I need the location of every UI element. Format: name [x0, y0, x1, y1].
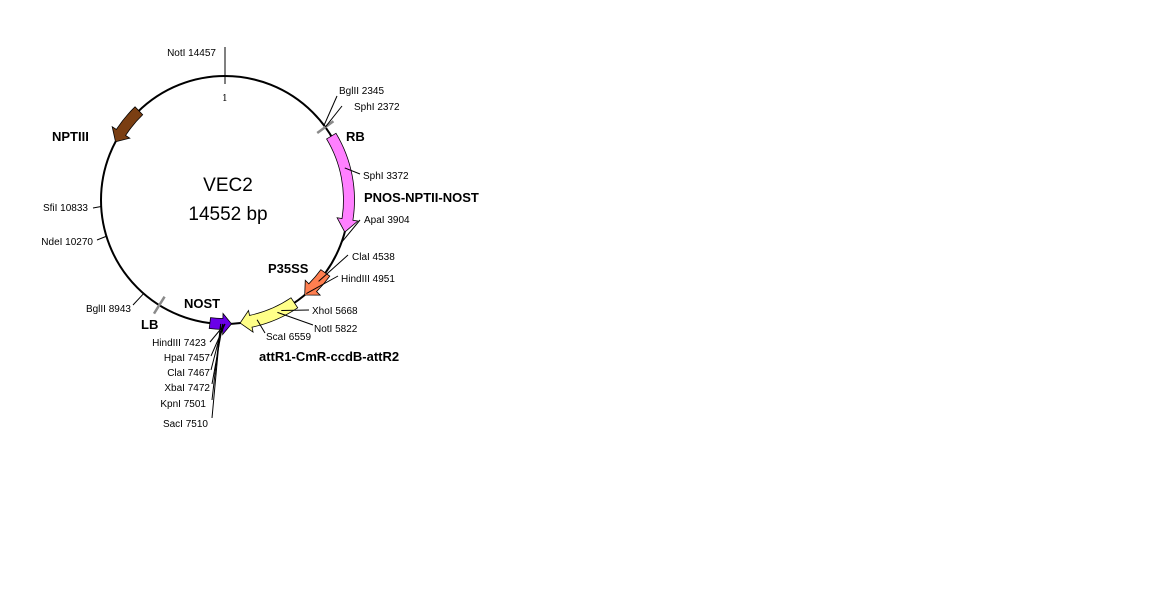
- site-leader-ndei-10270: [96, 235, 107, 241]
- site-label-sphi-3372: SphI 3372: [363, 171, 409, 182]
- site-label-saci-7510: SacI 7510: [163, 419, 208, 430]
- feature-label-pnos-nptii-nost: PNOS-NPTII-NOST: [364, 190, 479, 205]
- site-leader-apai-3904: [341, 219, 361, 243]
- site-leader-clai-4538: [318, 254, 349, 282]
- feature-arrow-attr1-cmr-ccdb-attr2: [239, 297, 299, 333]
- site-label-bglii-8943: BglII 8943: [86, 304, 131, 315]
- site-leader-sphi-3372: [344, 167, 361, 175]
- site-leader-bglii-2345: [323, 95, 338, 126]
- plasmid-size: 14552 bp: [188, 204, 267, 225]
- site-label-hpai-7457: HpaI 7457: [164, 353, 211, 364]
- site-label-kpni-7501: KpnI 7501: [160, 399, 206, 410]
- site-label-ndei-10270: NdeI 10270: [41, 237, 93, 248]
- feature-label-attr1-cmr-ccdb-attr2: attR1-CmR-ccdB-attR2: [259, 349, 399, 364]
- site-label-noti-14457: NotI 14457: [167, 48, 216, 59]
- site-label-xhoi-5668: XhoI 5668: [312, 306, 358, 317]
- feature-label-lb: LB: [141, 317, 158, 332]
- site-label-bglii-2345: BglII 2345: [339, 86, 384, 97]
- site-label-xbai-7472: XbaI 7472: [164, 383, 210, 394]
- site-leader-scai-6559: [256, 319, 266, 334]
- site-leader-sfii-10833: [92, 205, 102, 209]
- feature-arrow-nptiii: [111, 106, 144, 143]
- plasmid-name: VEC2: [203, 175, 253, 196]
- feature-label-rb: RB: [346, 129, 365, 144]
- site-label-hindiii-4951: HindIII 4951: [341, 274, 395, 285]
- feature-label-p35ss: P35SS: [268, 261, 309, 276]
- border-mark-lb: [152, 296, 166, 315]
- origin-label: 1: [222, 94, 228, 104]
- site-leader-sphi-2372: [324, 105, 343, 128]
- feature-arrow-pnos-nptii-nost: [326, 132, 359, 233]
- site-leader-bglii-8943: [132, 293, 145, 306]
- site-label-clai-7467: ClaI 7467: [167, 368, 210, 379]
- feature-label-nptiii: NPTIII: [52, 129, 89, 144]
- site-leader-clai-7467: [210, 323, 224, 371]
- site-label-scai-6559: ScaI 6559: [266, 332, 311, 343]
- site-leader-hindiii-4951: [306, 275, 339, 295]
- feature-label-nost: NOST: [184, 296, 220, 311]
- site-label-sphi-2372: SphI 2372: [354, 102, 400, 113]
- site-label-sfii-10833: SfiI 10833: [43, 203, 88, 214]
- site-label-clai-4538: ClaI 4538: [352, 252, 395, 263]
- site-label-noti-5822: NotI 5822: [314, 324, 358, 335]
- site-leader-hpai-7457: [210, 323, 226, 357]
- site-leader-saci-7510: [211, 323, 222, 419]
- site-label-hindiii-7423: HindIII 7423: [152, 338, 206, 349]
- site-leader-noti-5822: [277, 311, 314, 326]
- site-label-apai-3904: ApaI 3904: [364, 215, 410, 226]
